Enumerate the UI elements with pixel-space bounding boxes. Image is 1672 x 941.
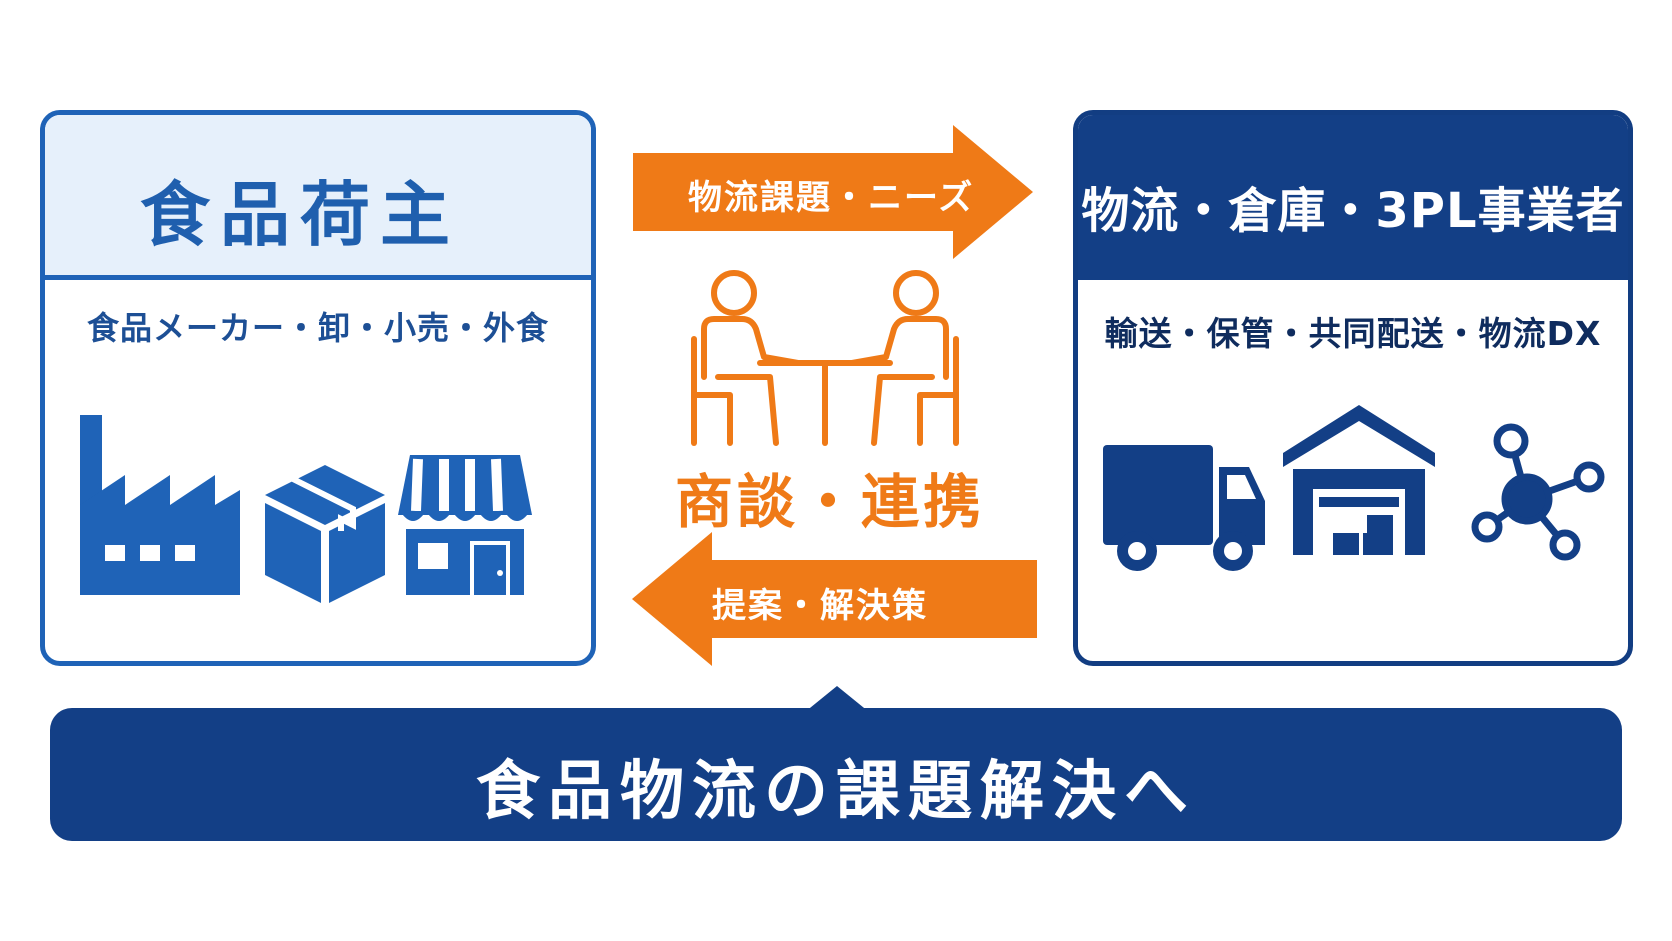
- meeting-icon: [691, 270, 959, 446]
- logistics-title: 物流・倉庫・3PL事業者: [1081, 183, 1625, 239]
- logistics-subtitle: 輸送・保管・共同配送・物流DX: [1104, 314, 1602, 353]
- logistics-panel-header: 物流・倉庫・3PL事業者: [1078, 115, 1628, 280]
- network-icon: [1471, 423, 1605, 561]
- shipper-icons: [80, 415, 532, 603]
- center-title: 商談・連携: [674, 468, 985, 536]
- logistics-icons: [1103, 405, 1605, 571]
- shipper-title: 食品荷主: [140, 174, 460, 256]
- logistics-panel: 物流・倉庫・3PL事業者 輸送・保管・共同配送・物流DX: [1073, 110, 1633, 666]
- goal-banner-text: 食品物流の課題解決へ: [476, 755, 1196, 829]
- box-icon: [265, 465, 385, 603]
- shipper-panel-header: 食品荷主: [45, 115, 591, 280]
- factory-icon: [80, 415, 240, 595]
- arrow-left: [632, 532, 1037, 666]
- arrow-left-label: 提案・解決策: [712, 586, 928, 626]
- truck-icon: [1103, 445, 1265, 571]
- arrow-right-label: 物流課題・ニーズ: [688, 178, 975, 218]
- banner-notch: [805, 686, 869, 712]
- store-icon: [398, 455, 532, 595]
- warehouse-icon: [1283, 405, 1435, 555]
- shipper-panel: 食品荷主 食品メーカー・卸・小売・外食: [40, 110, 596, 666]
- shipper-subtitle: 食品メーカー・卸・小売・外食: [86, 309, 549, 347]
- arrow-right: [633, 125, 1033, 259]
- goal-banner: 食品物流の課題解決へ: [50, 708, 1622, 841]
